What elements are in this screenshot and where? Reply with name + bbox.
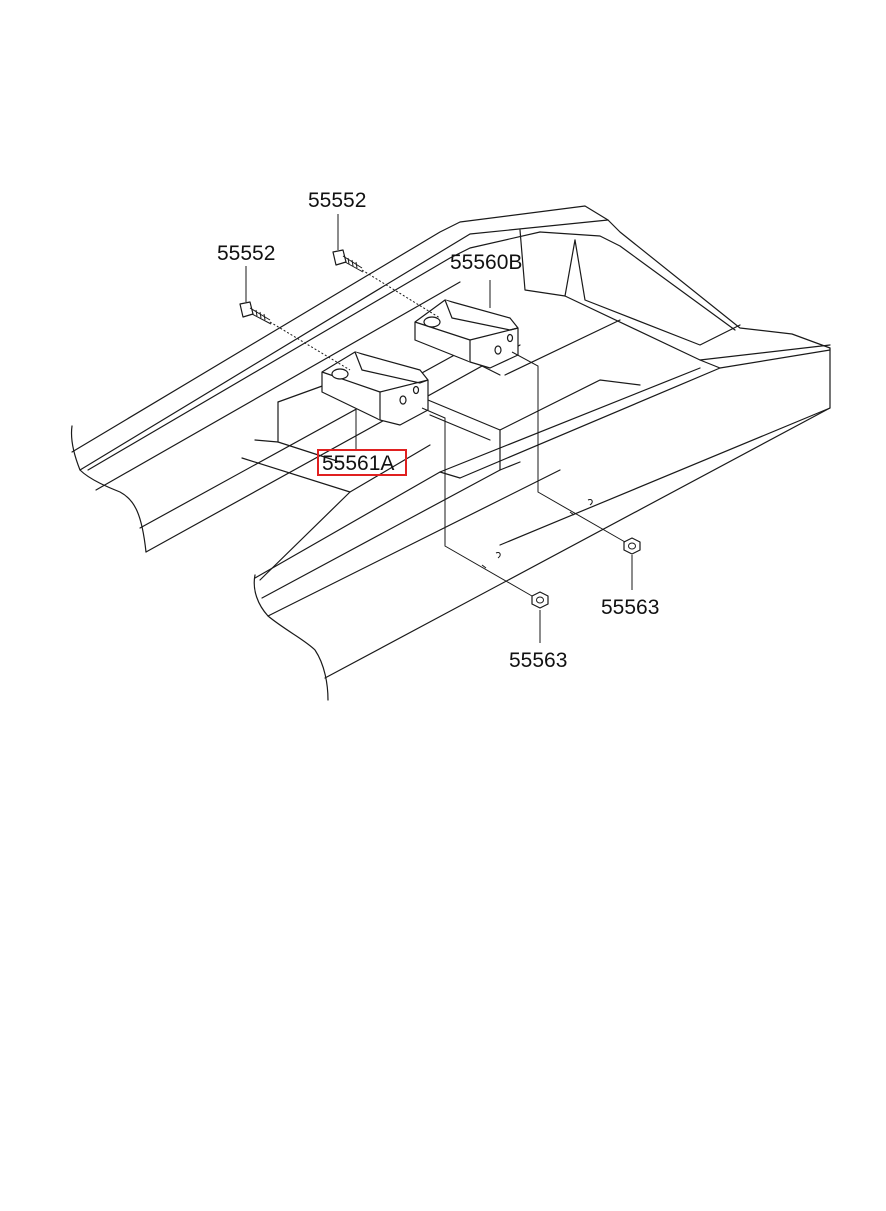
nut-left[interactable] bbox=[531, 591, 549, 609]
leader-lines bbox=[245, 214, 633, 643]
frame-structure bbox=[70, 205, 831, 701]
nut-right[interactable] bbox=[623, 537, 641, 555]
highlight-box bbox=[317, 449, 407, 476]
callout-bolt-upper: 55552 bbox=[308, 189, 366, 212]
callout-bolt-lower: 55552 bbox=[217, 242, 275, 265]
bracket-left[interactable] bbox=[321, 351, 429, 426]
callout-nut-right: 55563 bbox=[601, 596, 659, 619]
callout-bracket-right: 55560B bbox=[450, 251, 522, 274]
callout-bracket-left[interactable]: 55561A bbox=[322, 452, 394, 475]
callout-nut-left: 55563 bbox=[509, 649, 567, 672]
bolt-lower[interactable] bbox=[239, 301, 351, 371]
bracket-right[interactable] bbox=[414, 299, 519, 369]
stud-lines bbox=[421, 351, 626, 597]
bolt-upper[interactable] bbox=[332, 249, 441, 319]
